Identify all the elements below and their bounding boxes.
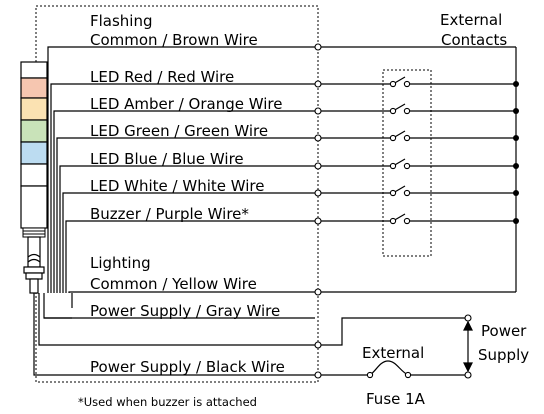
contacts-boundary [382,69,432,257]
label-led-red: LED Red / Red Wire [90,68,234,86]
label-external-fuse: External [362,344,424,362]
label-flashing: Flashing [90,12,153,30]
tier-white [20,163,48,187]
footnote: *Used when buzzer is attached [78,395,257,409]
label-fuse: Fuse 1A [366,390,426,408]
label-power-supply-1: Power [481,322,527,340]
label-external-contacts-1: External [440,11,502,29]
device-terminals [314,43,472,379]
label-power-black: Power Supply / Black Wire [90,358,285,376]
label-lighting: Lighting [90,254,151,272]
junction-dots [513,81,519,224]
label-buzzer: Buzzer / Purple Wire* [90,205,249,223]
signal-tower [20,61,48,294]
tier-red [20,77,48,99]
label-power-supply-2: Supply [478,346,529,364]
label-led-amber: LED Amber / Orange Wire [90,95,282,113]
label-common-yellow: Common / Yellow Wire [90,275,257,293]
label-power-gray: Power Supply / Gray Wire [90,302,280,320]
label-external-contacts-2: Contacts [441,31,507,49]
label-led-white: LED White / White Wire [90,177,264,195]
tier-amber [20,97,48,121]
label-led-blue: LED Blue / Blue Wire [90,150,244,168]
tier-green [20,119,48,143]
wire-bundle [33,46,315,376]
label-led-green: LED Green / Green Wire [90,122,268,140]
label-common-brown: Common / Brown Wire [90,31,258,49]
contact-terminals [389,80,411,225]
tier-blue [20,141,48,165]
external-circuit [321,46,517,376]
